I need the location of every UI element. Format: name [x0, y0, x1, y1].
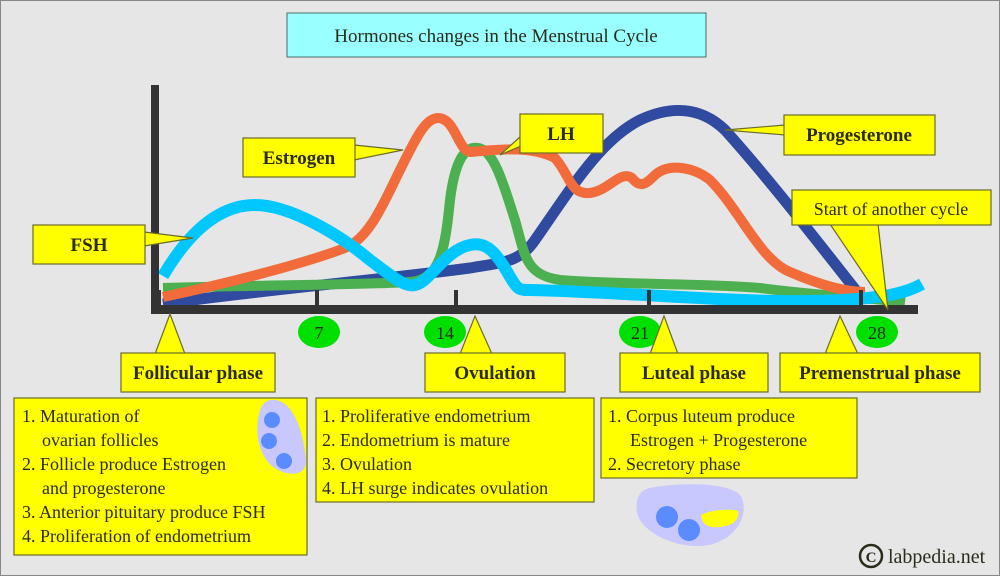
- svg-text:1. Maturation of: 1. Maturation of: [22, 406, 139, 426]
- copyright-notice: C labpedia.net: [858, 543, 986, 569]
- lh-label: LH: [499, 113, 604, 156]
- svg-text:Progesterone: Progesterone: [806, 125, 912, 146]
- estrogen-curve: [161, 113, 866, 302]
- corpus-luteum-illustration: [636, 484, 744, 547]
- day-marker-21: 21: [619, 316, 661, 348]
- start-of-cycle-callout: Start of another cycle: [791, 189, 992, 311]
- svg-text:ovarian follicles: ovarian follicles: [42, 430, 158, 450]
- svg-text:labpedia.net: labpedia.net: [888, 546, 986, 568]
- svg-text:7: 7: [315, 323, 324, 343]
- day-marker-28: 28: [856, 316, 898, 348]
- svg-text:Follicular phase: Follicular phase: [133, 363, 263, 384]
- tick-28: [859, 290, 863, 306]
- chart-axes: [151, 85, 918, 314]
- svg-text:1. Corpus luteum produce: 1. Corpus luteum produce: [608, 406, 795, 426]
- svg-text:Luteal phase: Luteal phase: [642, 363, 746, 384]
- svg-text:Start of another cycle: Start of another cycle: [814, 199, 968, 219]
- svg-text:2. Follicle produce Estrogen: 2. Follicle produce Estrogen: [22, 454, 226, 474]
- follicular-description: 1. Maturation of ovarian follicles 2. Fo…: [13, 397, 308, 556]
- ovulation-description: 1. Proliferative endometrium 2. Endometr…: [315, 397, 595, 503]
- svg-text:28: 28: [868, 323, 886, 343]
- svg-text:2. Endometrium is mature: 2. Endometrium is mature: [322, 430, 510, 450]
- svg-text:Estrogen + Progesterone: Estrogen + Progesterone: [630, 430, 807, 450]
- fsh-curve: [157, 199, 925, 308]
- title-box: Hormones changes in the Menstrual Cycle: [286, 12, 707, 58]
- follicular-phase-label: Follicular phase: [120, 312, 276, 393]
- svg-text:14: 14: [436, 323, 454, 343]
- svg-text:Estrogen: Estrogen: [263, 148, 336, 169]
- day-marker-7: 7: [298, 316, 340, 348]
- svg-text:4. LH surge indicates ovulatio: 4. LH surge indicates ovulation: [322, 478, 548, 498]
- progesterone-label: Progesterone: [724, 114, 936, 156]
- svg-text:3. Ovulation: 3. Ovulation: [322, 454, 412, 474]
- ovary-follicles-illustration: [257, 399, 307, 474]
- luteal-description: 1. Corpus luteum produce Estrogen + Prog…: [600, 397, 858, 479]
- svg-text:Premenstrual phase: Premenstrual phase: [799, 363, 961, 384]
- luteal-phase-label: Luteal phase: [619, 314, 769, 393]
- premenstrual-phase-label: Premenstrual phase: [779, 314, 981, 393]
- tick-7: [315, 290, 319, 306]
- page-title: Hormones changes in the Menstrual Cycle: [334, 26, 657, 47]
- svg-text:FSH: FSH: [71, 235, 108, 256]
- svg-text:LH: LH: [547, 124, 575, 145]
- fsh-label: FSH: [32, 224, 194, 265]
- ovulation-phase-label: Ovulation: [424, 314, 566, 393]
- svg-text:4. Proliferation of endometriu: 4. Proliferation of endometrium: [22, 526, 251, 546]
- tick-21: [647, 290, 651, 306]
- copyright-icon: [858, 543, 884, 569]
- svg-text:21: 21: [631, 323, 649, 343]
- svg-text:and progesterone: and progesterone: [42, 478, 165, 498]
- svg-text:C: C: [866, 550, 877, 566]
- day-marker-14: 14: [424, 316, 466, 348]
- svg-text:3. Anterior pituitary produce: 3. Anterior pituitary produce FSH: [22, 502, 265, 522]
- svg-text:Ovulation: Ovulation: [454, 363, 536, 384]
- tick-14: [454, 290, 458, 306]
- svg-text:2. Secretory phase: 2. Secretory phase: [608, 454, 740, 474]
- estrogen-label: Estrogen: [242, 137, 404, 178]
- svg-text:1. Proliferative endometrium: 1. Proliferative endometrium: [322, 406, 530, 426]
